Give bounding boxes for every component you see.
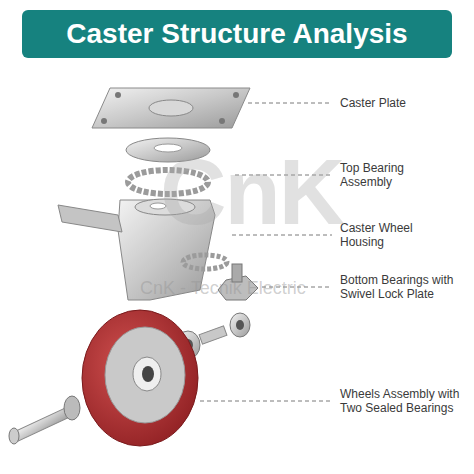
bottom-balls (183, 255, 227, 269)
part-label: Top Bearing Assembly (340, 161, 450, 189)
part-label: Wheels Assembly with Two Sealed Bearings (340, 387, 470, 415)
title: Caster Structure Analysis (66, 18, 407, 50)
part-label: Caster Wheel Housing (340, 221, 450, 249)
title-banner: Caster Structure Analysis (22, 10, 452, 58)
caster-plate (92, 88, 250, 128)
part-label: Bottom Bearings with Swivel Lock Plate (340, 273, 470, 301)
watermark: CnK - Tecnik Electric (140, 278, 306, 299)
plate-boss (149, 100, 193, 116)
part-label: Caster Plate (340, 96, 465, 110)
sealed-bearing (230, 313, 250, 337)
wheel-hub (105, 327, 185, 423)
watermark: CnK (160, 140, 343, 245)
wheel-tread (82, 310, 198, 446)
brake-pedal (58, 205, 122, 232)
